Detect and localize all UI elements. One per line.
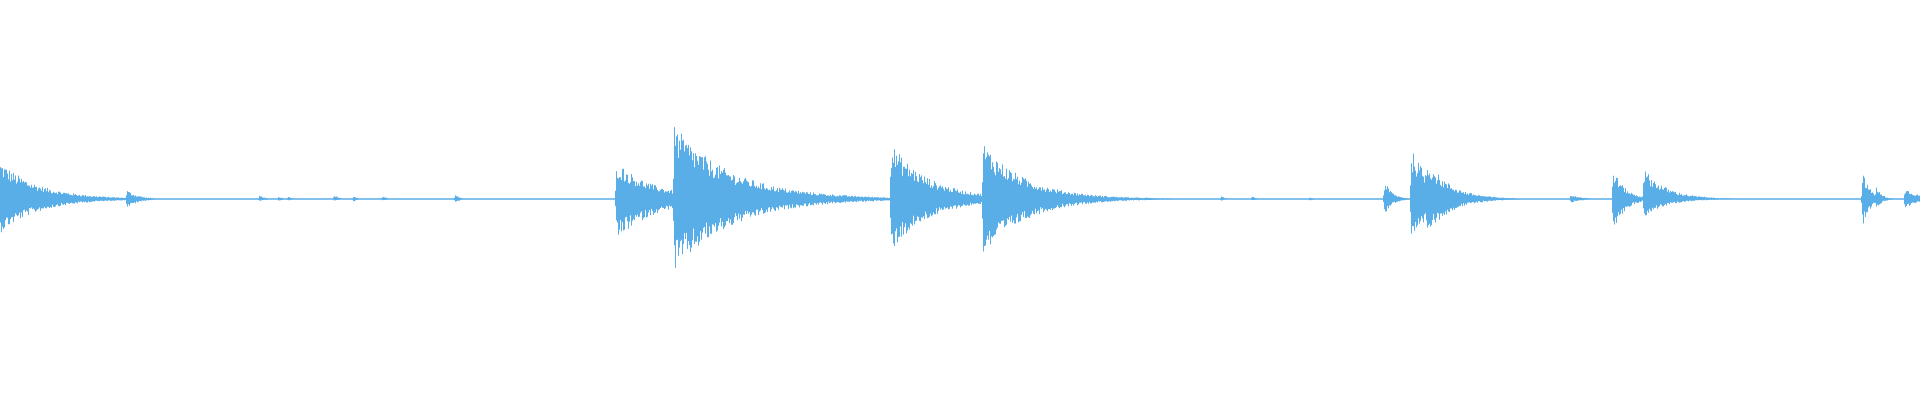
waveform-path xyxy=(0,127,1920,268)
waveform-samples xyxy=(0,127,1920,268)
